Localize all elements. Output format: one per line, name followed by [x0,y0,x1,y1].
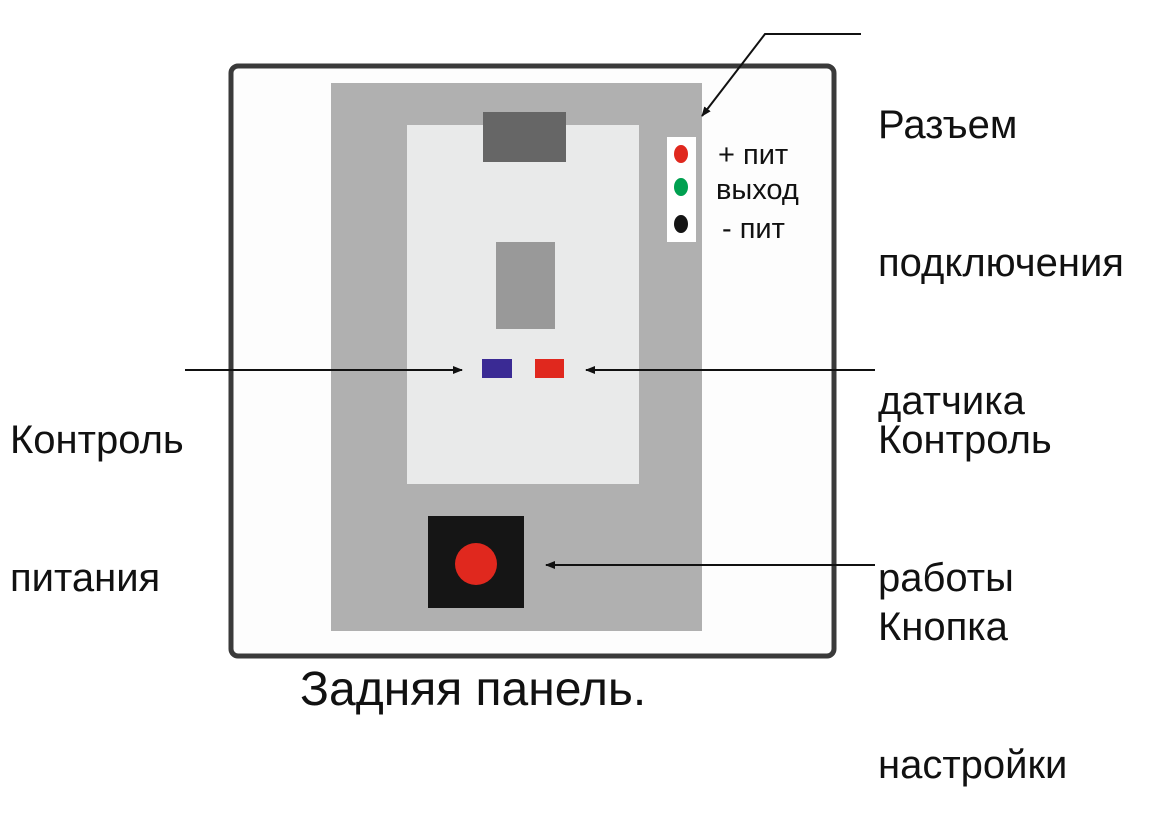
back-panel-diagram [185,33,875,659]
connector-arrow [701,33,861,117]
setup-button-label: Кнопка настройки [878,512,1067,834]
work-control-label: Контроль работы [878,325,1052,647]
pin-plus-label: + пит [718,139,789,171]
top-component [483,112,566,162]
work-led [535,359,564,378]
pin-out-icon [674,178,688,196]
setup-button [455,543,497,585]
diagram-caption: Задняя панель. [300,663,647,716]
connector-label-line: датчика [878,379,1025,423]
power-led [482,359,512,378]
pin-out-label: выход [716,174,799,206]
pin-minus-icon [674,215,688,233]
setup-button-label-line: Кнопка [878,605,1008,649]
power-control-label-line: Контроль [10,418,184,462]
setup-button-label-line: настройки [878,743,1068,787]
work-control-label-line: Контроль [878,418,1052,462]
power-control-label: Контроль питания [10,325,184,647]
work-control-label-line: работы [878,556,1014,600]
pin-minus-label: - пит [722,213,785,245]
connector-label-line: Разъем [878,103,1018,147]
connector-label: Разъем подключения датчика [878,10,1124,470]
pin-plus-icon [674,145,688,163]
middle-component [496,242,555,329]
connector-label-line: подключения [878,241,1124,285]
power-control-label-line: питания [10,556,161,600]
